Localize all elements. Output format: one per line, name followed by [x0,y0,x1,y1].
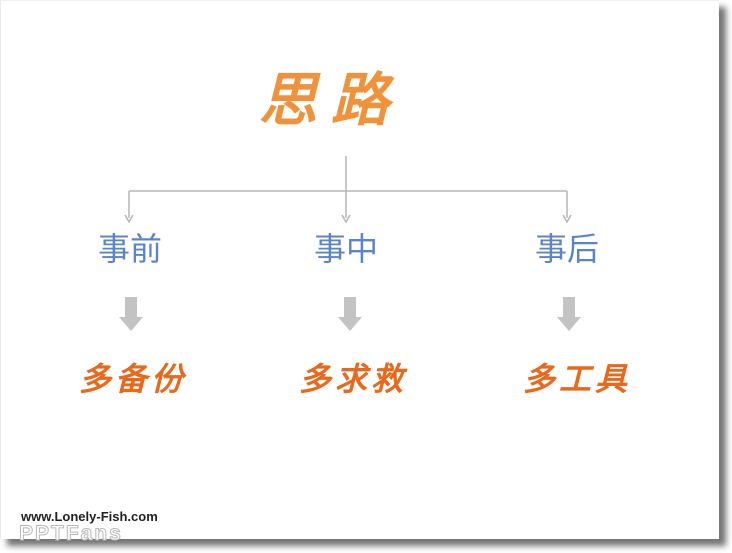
step-backup: 多备份 [78,360,187,398]
step-ask-help: 多求救 [298,360,407,398]
connector-arrowhead-1 [124,214,134,224]
down-arrow-icon [338,297,362,335]
down-arrow-icon [119,297,143,335]
stage-after: 事后 [534,230,599,268]
stage-during: 事中 [313,230,378,268]
down-arrow-icon [557,297,581,335]
tree-connectors [124,156,572,224]
watermark-logo: PPTFans [19,522,123,546]
site-url: www.Lonely-Fish.com [21,509,158,524]
diagram-title: 思路 [259,66,404,134]
stage-before: 事前 [97,230,162,268]
step-tools: 多工具 [522,360,631,398]
connector-arrowhead-2 [341,214,351,224]
connector-arrowhead-3 [562,214,572,224]
slide: 思路 事前 事中 事后 多备份 多求救 多工具 www.Lonely-Fish.… [0,0,719,546]
